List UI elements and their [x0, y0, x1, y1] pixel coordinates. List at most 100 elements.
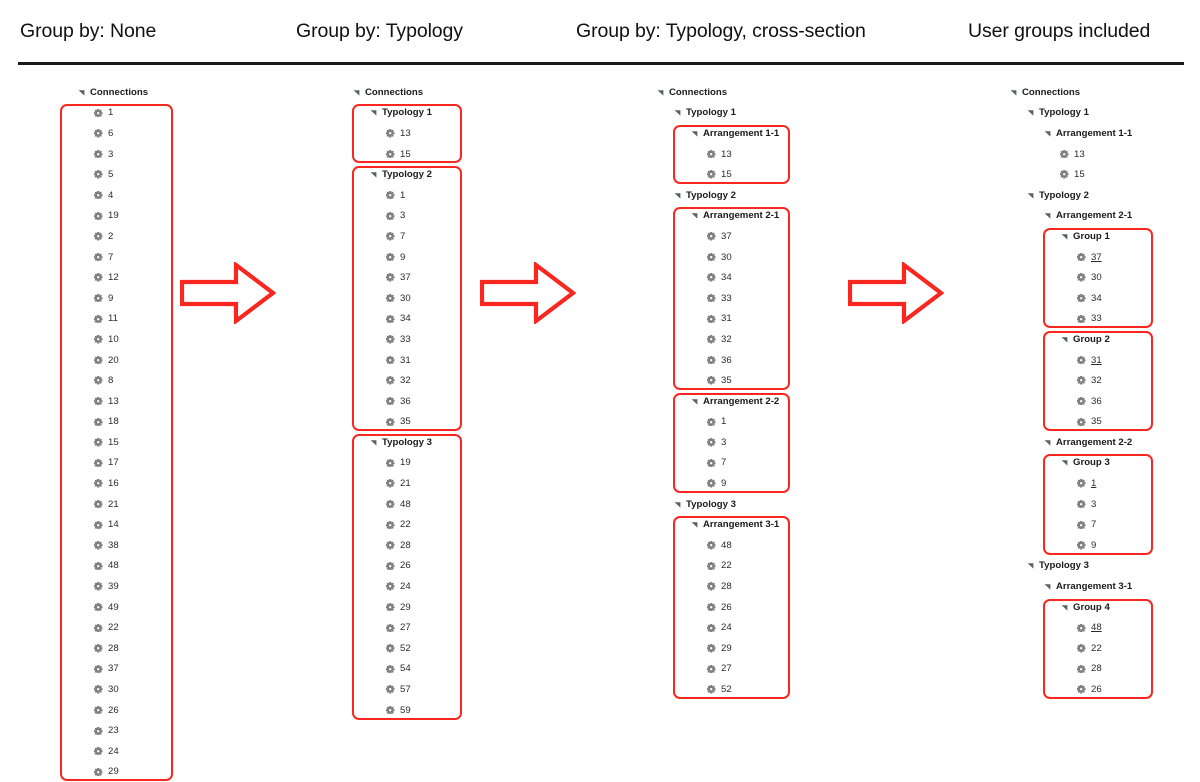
- tree-branch-arrangement-3-1[interactable]: Arrangement 3-1: [645, 514, 779, 535]
- tree-leaf-33[interactable]: 33: [998, 309, 1132, 330]
- tree-leaf-49[interactable]: 49: [66, 597, 148, 618]
- tree-leaf-24[interactable]: 24: [341, 576, 432, 597]
- triangle-collapse-icon[interactable]: [1042, 130, 1053, 137]
- tree-leaf-6[interactable]: 6: [66, 123, 148, 144]
- triangle-collapse-icon[interactable]: [368, 109, 379, 116]
- tree-leaf-13[interactable]: 13: [998, 144, 1132, 165]
- tree-branch-group-2[interactable]: Group 2: [998, 329, 1132, 350]
- tree-branch-typology-3[interactable]: Typology 3: [998, 556, 1132, 577]
- tree-leaf-57[interactable]: 57: [341, 679, 432, 700]
- triangle-collapse-icon[interactable]: [1042, 583, 1053, 590]
- tree-leaf-16[interactable]: 16: [66, 473, 148, 494]
- tree-leaf-29[interactable]: 29: [645, 638, 779, 659]
- tree-leaf-21[interactable]: 21: [341, 473, 432, 494]
- tree-leaf-37[interactable]: 37: [645, 226, 779, 247]
- tree-leaf-34[interactable]: 34: [341, 309, 432, 330]
- tree-leaf-30[interactable]: 30: [645, 247, 779, 268]
- tree-root-connections[interactable]: Connections: [66, 82, 148, 103]
- tree-leaf-32[interactable]: 32: [341, 370, 432, 391]
- tree-root-connections[interactable]: Connections: [998, 82, 1132, 103]
- tree-leaf-13[interactable]: 13: [645, 144, 779, 165]
- tree-leaf-26[interactable]: 26: [998, 679, 1132, 700]
- triangle-collapse-icon[interactable]: [76, 89, 87, 96]
- tree-leaf-39[interactable]: 39: [66, 576, 148, 597]
- tree-leaf-30[interactable]: 30: [66, 679, 148, 700]
- tree-leaf-38[interactable]: 38: [66, 535, 148, 556]
- tree-leaf-21[interactable]: 21: [66, 494, 148, 515]
- tree-leaf-9[interactable]: 9: [341, 247, 432, 268]
- tree-leaf-48[interactable]: 48: [66, 556, 148, 577]
- tree-leaf-36[interactable]: 36: [645, 350, 779, 371]
- tree-leaf-15[interactable]: 15: [645, 164, 779, 185]
- tree-leaf-28[interactable]: 28: [341, 535, 432, 556]
- tree-leaf-7[interactable]: 7: [645, 453, 779, 474]
- tree-leaf-26[interactable]: 26: [341, 556, 432, 577]
- triangle-collapse-icon[interactable]: [1059, 604, 1070, 611]
- tree-leaf-35[interactable]: 35: [341, 412, 432, 433]
- tree-leaf-13[interactable]: 13: [66, 391, 148, 412]
- tree-leaf-10[interactable]: 10: [66, 329, 148, 350]
- tree-leaf-32[interactable]: 32: [645, 329, 779, 350]
- tree-leaf-20[interactable]: 20: [66, 350, 148, 371]
- tree-leaf-5[interactable]: 5: [66, 164, 148, 185]
- tree-leaf-31[interactable]: 31: [645, 309, 779, 330]
- tree-leaf-33[interactable]: 33: [341, 329, 432, 350]
- tree-leaf-31[interactable]: 31: [341, 350, 432, 371]
- tree-leaf-13[interactable]: 13: [341, 123, 432, 144]
- tree-leaf-59[interactable]: 59: [341, 700, 432, 721]
- tree-leaf-11[interactable]: 11: [66, 309, 148, 330]
- tree-branch-group-1[interactable]: Group 1: [998, 226, 1132, 247]
- tree-leaf-30[interactable]: 30: [998, 267, 1132, 288]
- triangle-collapse-icon[interactable]: [1059, 233, 1070, 240]
- triangle-collapse-icon[interactable]: [1008, 89, 1019, 96]
- tree-leaf-1[interactable]: 1: [66, 103, 148, 124]
- tree-leaf-27[interactable]: 27: [341, 617, 432, 638]
- triangle-collapse-icon[interactable]: [1025, 109, 1036, 116]
- triangle-collapse-icon[interactable]: [1059, 459, 1070, 467]
- tree-leaf-48[interactable]: 48: [998, 617, 1132, 638]
- tree-branch-typology-1[interactable]: Typology 1: [341, 103, 432, 124]
- tree-branch-typology-1[interactable]: Typology 1: [998, 103, 1132, 124]
- tree-branch-typology-2[interactable]: Typology 2: [341, 164, 432, 185]
- tree-branch-group-4[interactable]: Group 4: [998, 597, 1132, 618]
- tree-leaf-52[interactable]: 52: [645, 679, 779, 700]
- tree-leaf-15[interactable]: 15: [341, 144, 432, 165]
- tree-leaf-15[interactable]: 15: [998, 164, 1132, 185]
- triangle-collapse-icon[interactable]: [672, 501, 683, 508]
- triangle-collapse-icon[interactable]: [368, 439, 379, 446]
- tree-branch-arrangement-2-2[interactable]: Arrangement 2-2: [645, 391, 779, 412]
- tree-leaf-34[interactable]: 34: [998, 288, 1132, 309]
- tree-leaf-3[interactable]: 3: [998, 494, 1132, 515]
- triangle-collapse-icon[interactable]: [368, 171, 379, 178]
- tree-leaf-12[interactable]: 12: [66, 267, 148, 288]
- tree-branch-group-3[interactable]: Group 3: [998, 453, 1132, 474]
- tree-leaf-35[interactable]: 35: [998, 412, 1132, 433]
- triangle-collapse-icon[interactable]: [672, 109, 683, 116]
- tree-branch-typology-3[interactable]: Typology 3: [341, 432, 432, 453]
- tree-branch-typology-3[interactable]: Typology 3: [645, 494, 779, 515]
- triangle-collapse-icon[interactable]: [1042, 212, 1053, 219]
- tree-leaf-34[interactable]: 34: [645, 267, 779, 288]
- tree-leaf-17[interactable]: 17: [66, 453, 148, 474]
- tree-leaf-28[interactable]: 28: [998, 659, 1132, 680]
- tree-leaf-22[interactable]: 22: [66, 617, 148, 638]
- tree-leaf-9[interactable]: 9: [998, 535, 1132, 556]
- tree-leaf-32[interactable]: 32: [998, 370, 1132, 391]
- tree-leaf-26[interactable]: 26: [645, 597, 779, 618]
- tree-leaf-29[interactable]: 29: [341, 597, 432, 618]
- tree-leaf-36[interactable]: 36: [998, 391, 1132, 412]
- tree-leaf-3[interactable]: 3: [341, 206, 432, 227]
- tree-leaf-37[interactable]: 37: [341, 267, 432, 288]
- tree-leaf-7[interactable]: 7: [66, 247, 148, 268]
- tree-leaf-3[interactable]: 3: [645, 432, 779, 453]
- tree-leaf-35[interactable]: 35: [645, 370, 779, 391]
- tree-leaf-9[interactable]: 9: [66, 288, 148, 309]
- triangle-collapse-icon[interactable]: [689, 398, 700, 405]
- tree-leaf-30[interactable]: 30: [341, 288, 432, 309]
- triangle-collapse-icon[interactable]: [1025, 192, 1036, 199]
- tree-leaf-15[interactable]: 15: [66, 432, 148, 453]
- tree-leaf-9[interactable]: 9: [645, 473, 779, 494]
- tree-leaf-33[interactable]: 33: [645, 288, 779, 309]
- tree-leaf-54[interactable]: 54: [341, 659, 432, 680]
- tree-root-connections[interactable]: Connections: [645, 82, 779, 103]
